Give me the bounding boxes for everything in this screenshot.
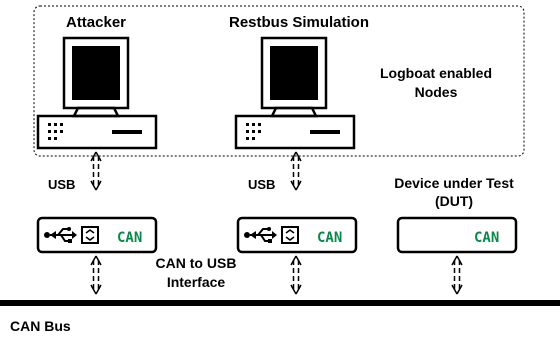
usb-label-left: USB xyxy=(48,177,75,192)
usb-icon xyxy=(243,226,299,244)
can-logo-left: CAN xyxy=(117,230,142,246)
can-bus-label: CAN Bus xyxy=(10,318,71,334)
logboat-group-boundary xyxy=(33,5,525,157)
restbus-computer-icon xyxy=(234,36,356,150)
can-usb-adapter-left: CAN xyxy=(36,216,158,254)
interface-label-line1: CAN to USB xyxy=(156,255,237,271)
can-logo-dut: CAN xyxy=(474,230,499,246)
dut-label-line1: Device under Test xyxy=(394,175,514,191)
usb-label-mid: USB xyxy=(248,177,275,192)
dut-device: CAN xyxy=(396,216,518,254)
can-bus-line xyxy=(0,300,560,306)
restbus-label: Restbus Simulation xyxy=(229,14,369,31)
bus-arrow-left xyxy=(90,255,102,295)
can-logo-mid: CAN xyxy=(317,230,342,246)
usb-icon xyxy=(43,226,99,244)
attacker-label: Attacker xyxy=(66,14,126,31)
can-usb-adapter-mid: CAN xyxy=(236,216,358,254)
interface-label-line2: Interface xyxy=(167,274,226,290)
usb-arrow-mid xyxy=(290,151,302,191)
logboat-label-line2: Nodes xyxy=(415,84,458,100)
usb-arrow-left xyxy=(90,151,102,191)
bus-arrow-dut xyxy=(451,255,463,295)
dut-label-line2: (DUT) xyxy=(435,193,473,209)
logboat-label-line1: Logboat enabled xyxy=(380,65,492,81)
bus-arrow-mid xyxy=(290,255,302,295)
attacker-computer-icon xyxy=(36,36,158,150)
